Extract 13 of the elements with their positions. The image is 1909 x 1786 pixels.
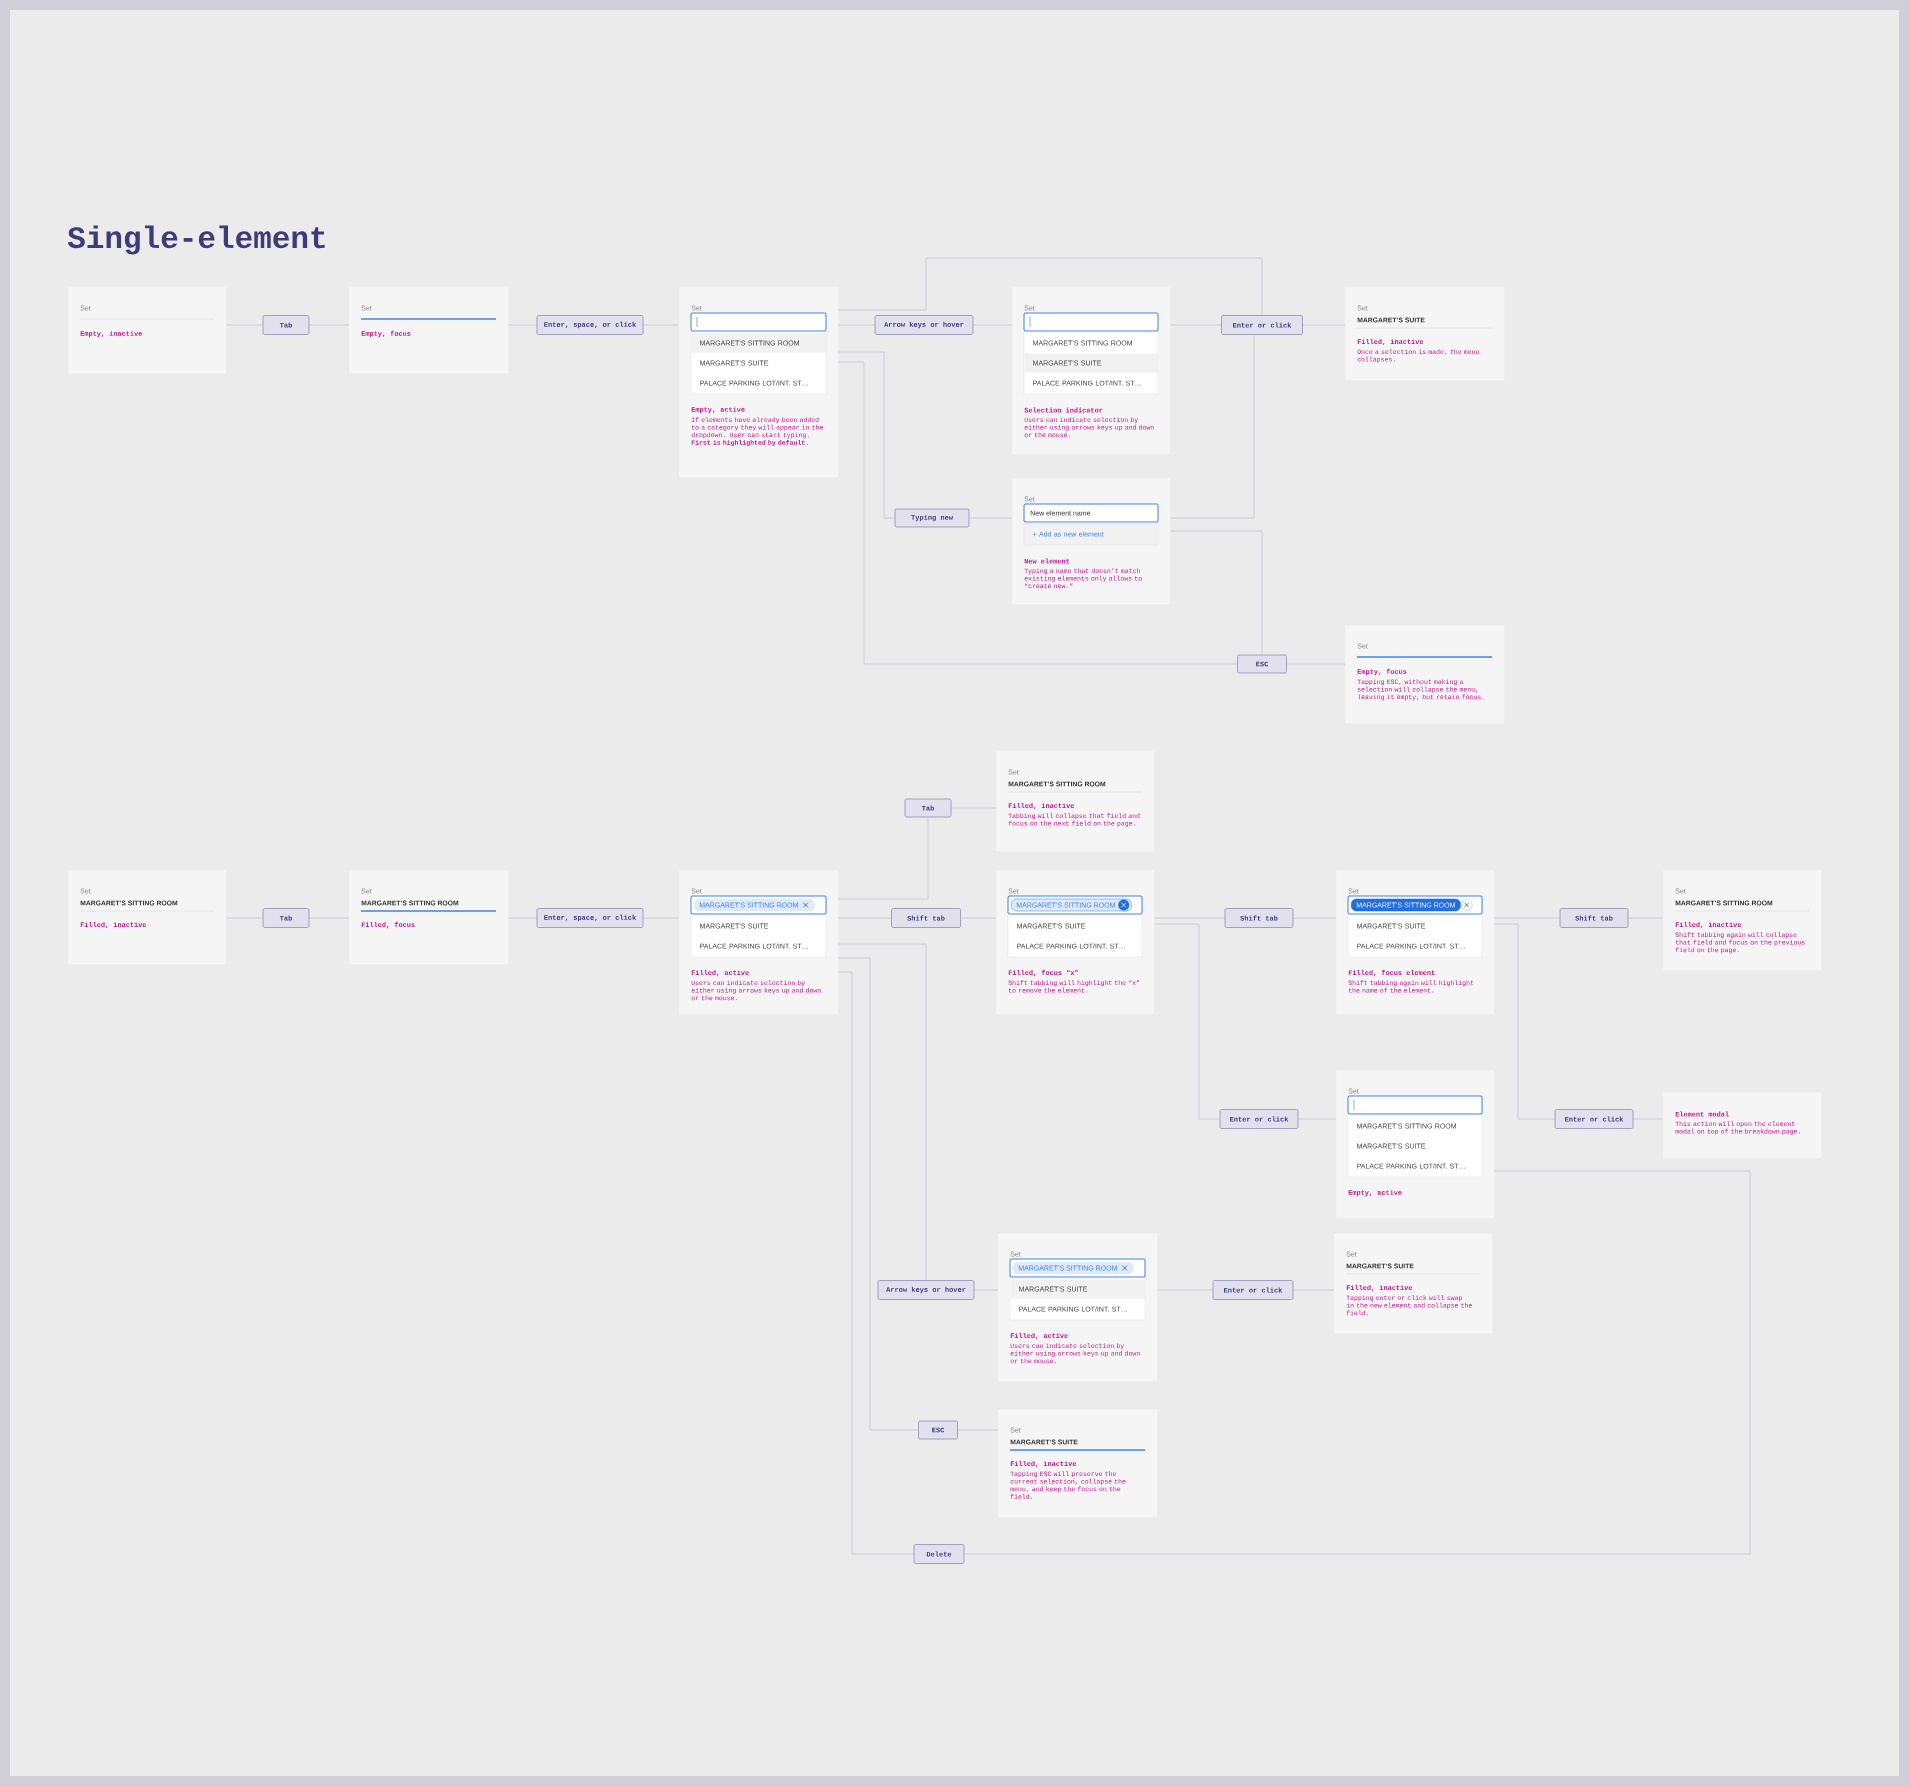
connector-line [963,1170,1751,1555]
connector-line [838,957,919,1431]
connector-line [838,351,896,519]
connector-line [838,361,1238,665]
connector-line [1154,923,1221,1120]
connector-line [838,971,915,1555]
connector-line [1170,334,1255,519]
connector-line [1494,923,1556,1120]
connector-line [838,816,929,900]
connector-line [1170,530,1263,656]
diagram-title: Single-element [67,225,325,255]
connector-line [838,257,1263,316]
connector-line [838,943,927,1281]
